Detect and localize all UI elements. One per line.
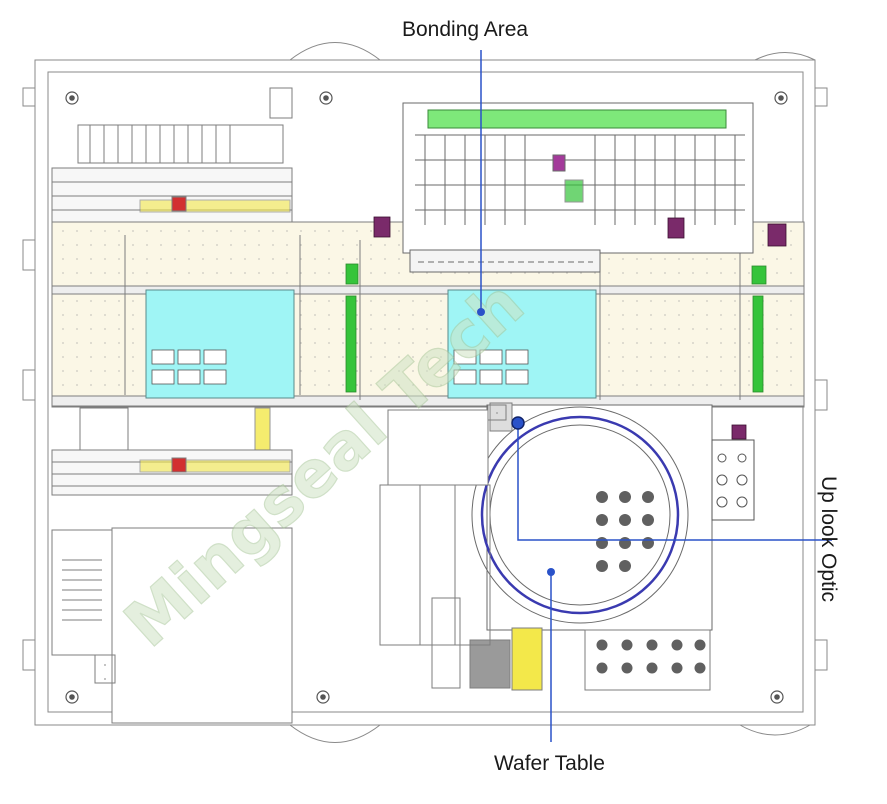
callout-dot-wafer: [547, 568, 555, 576]
upper-left-feeder: [51, 87, 293, 224]
callout-lines: [477, 50, 832, 742]
wafer-table: [471, 404, 713, 631]
purple-cylinders: [373, 216, 787, 440]
center-carriage: [379, 402, 513, 646]
up-look-optic-label: Up look Optic: [817, 476, 840, 603]
corner-bolts: [65, 91, 788, 704]
green-guide-strips: [345, 263, 767, 393]
wafer-table-label: Wafer Table: [494, 752, 605, 775]
wafer-holes: [596, 491, 654, 572]
connector-panel: [711, 439, 755, 521]
green-led-bar: [427, 109, 727, 129]
bonding-head-module: [402, 102, 754, 273]
lower-left-feeder: [51, 407, 293, 496]
bonding-platforms: [145, 289, 597, 399]
callout-dot-bonding: [477, 308, 485, 316]
yellow-block: [431, 597, 543, 691]
control-box: [51, 527, 293, 724]
bonding-area-label: Bonding Area: [402, 18, 529, 41]
callout-line-optic: [517, 423, 832, 541]
vacuum-plate: [584, 629, 711, 691]
callout-dot-optic: [511, 416, 525, 430]
